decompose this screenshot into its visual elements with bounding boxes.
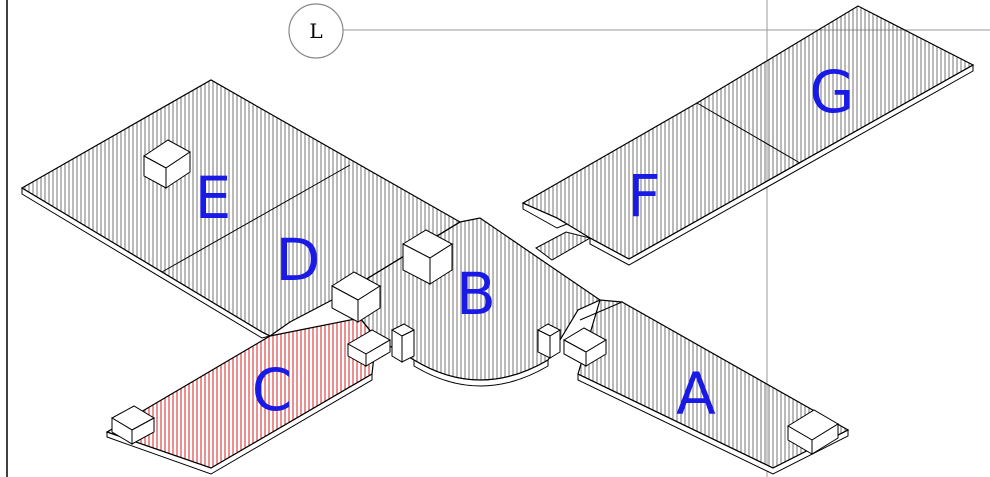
zone-label-e: E (195, 164, 232, 232)
equipment-box (536, 323, 562, 359)
equipment-box (346, 329, 392, 367)
zone-e-d-floor (20, 79, 462, 337)
equipment-box (143, 139, 191, 189)
wing-c (105, 317, 377, 475)
equipment-box (401, 229, 453, 285)
equipment-box (562, 327, 608, 367)
wing-a (577, 299, 850, 475)
zone-label-g: G (810, 58, 855, 126)
equipment-box (390, 323, 416, 363)
equipment-box (110, 405, 156, 445)
wing-e-d (20, 79, 462, 339)
zone-label-a: A (676, 360, 716, 428)
zone-c-floor (105, 317, 377, 469)
grid-bubble: L (288, 3, 344, 59)
grid-bubble-label: L (309, 19, 322, 43)
zone-divider-e-d (161, 164, 351, 273)
zone-divider-f-g (696, 102, 801, 164)
zone-label-b: B (456, 260, 496, 328)
zone-label-f: F (627, 162, 660, 230)
zone-a-floor (577, 299, 850, 469)
equipment-box (787, 409, 839, 455)
wing-f-g (521, 5, 975, 266)
zone-divider-b-a (579, 301, 623, 321)
zone-label-d: D (276, 226, 321, 294)
equipment-box (331, 271, 381, 323)
zone-label-c: C (252, 356, 293, 424)
